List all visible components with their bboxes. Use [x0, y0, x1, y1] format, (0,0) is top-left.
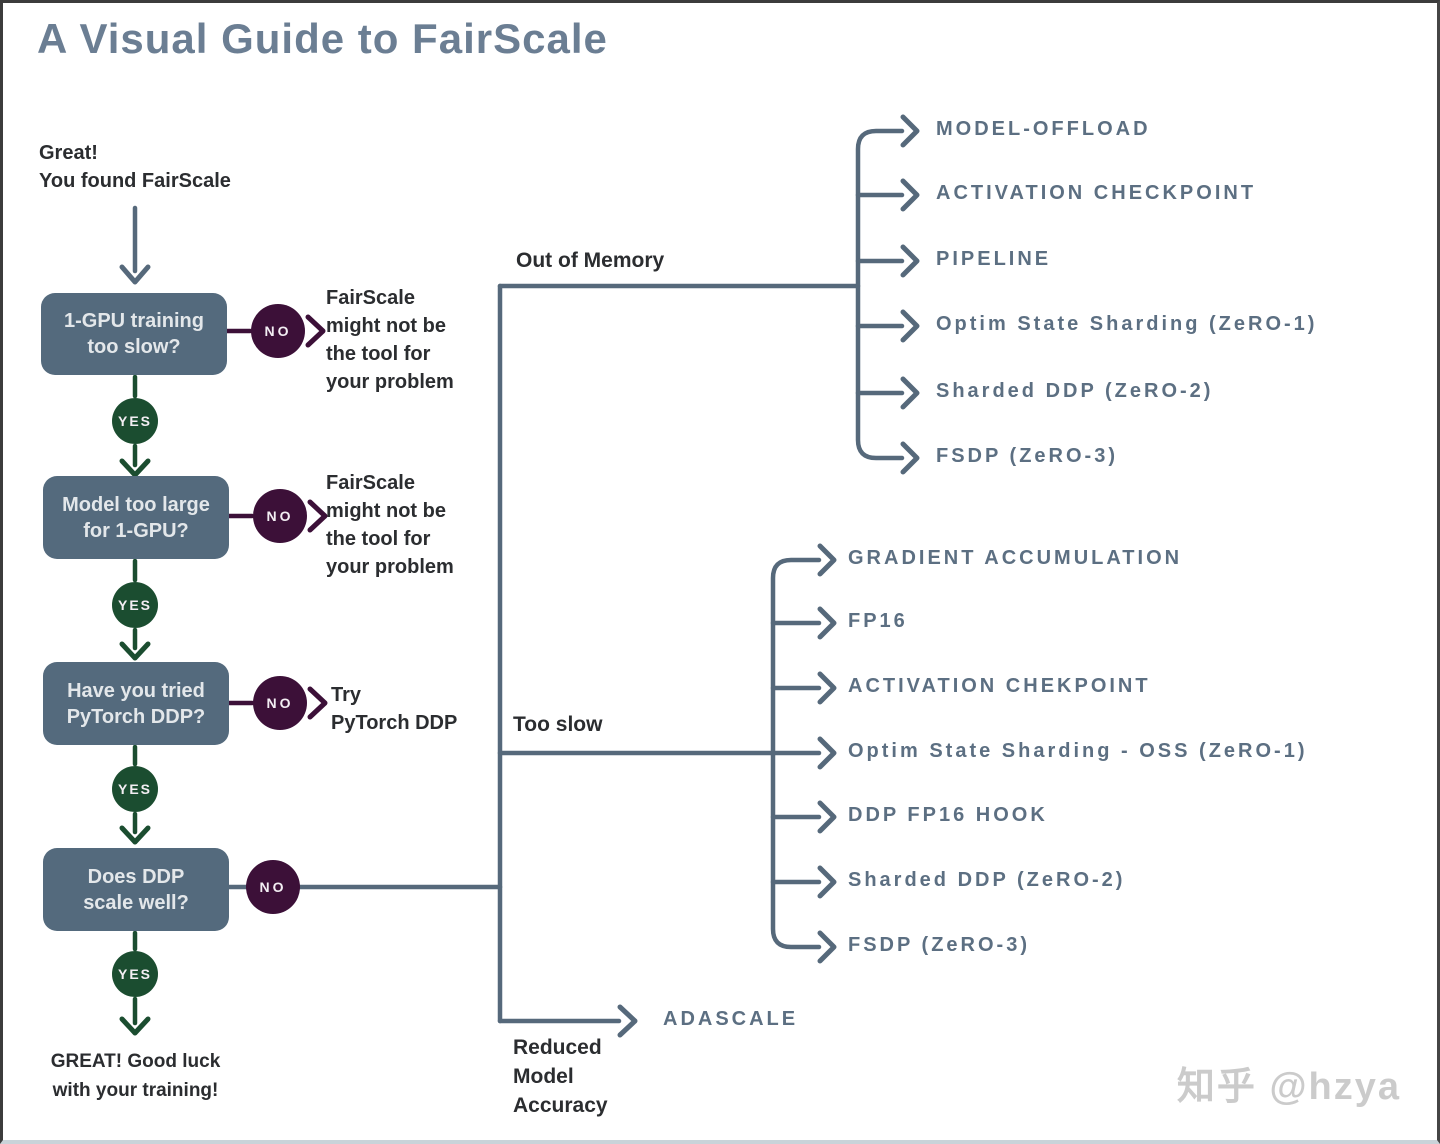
question-line: 1-GPU training [63, 310, 204, 332]
tooslow-branch-lines [770, 543, 837, 964]
adascale-arrowhead-icon [617, 1004, 638, 1038]
result-line: FairScale [326, 287, 415, 309]
final-line: GREAT! Good luck [50, 1051, 221, 1072]
question-line: scale well? [83, 891, 189, 914]
question-box-model-too-large: Model too large for 1-GPU? [43, 476, 229, 559]
result-line: the tool for [326, 528, 431, 550]
yes-badge-4: YES [112, 951, 158, 997]
intro-line-2: You found FairScale [39, 170, 231, 192]
question-box-gpu-too-slow: 1-GPU training too slow? [41, 293, 227, 375]
oom-item-activation-checkpoint: ACTIVATION CHECKPOINT [936, 182, 1257, 204]
question-line: Have you tried [67, 679, 205, 702]
question-line: for 1-GPU? [83, 519, 189, 542]
yes-badge-3: YES [112, 766, 158, 812]
result-line: might not be [326, 500, 446, 522]
oom-item-pipeline: PIPELINE [936, 248, 1052, 270]
no-result-text-2: FairScale might not be the tool for your… [326, 469, 454, 581]
label-too-slow: Too slow [513, 713, 603, 736]
slow-item-ddp-fp16-hook: DDP FP16 HOOK [848, 804, 1048, 826]
question-box-ddp-scale: Does DDP scale well? [43, 848, 229, 931]
question-box-tried-ddp: Have you tried PyTorch DDP? [43, 662, 229, 745]
trunk-lines [226, 283, 861, 1038]
result-line: might not be [326, 315, 446, 337]
label-line: Accuracy [513, 1094, 608, 1117]
no-result-text-1: FairScale might not be the tool for your… [326, 284, 454, 396]
intro-text: Great! You found FairScale [39, 139, 231, 195]
slow-item-fp16: FP16 [848, 610, 908, 632]
result-line: your problem [326, 556, 454, 578]
oom-item-sharded-ddp: Sharded DDP (ZeRO-2) [936, 380, 1214, 402]
result-line: your problem [326, 371, 454, 393]
result-line: the tool for [326, 343, 431, 365]
tooslow-arrowhead-icons [817, 543, 837, 964]
slow-item-fsdp: FSDP (ZeRO-3) [848, 934, 1030, 956]
yes-badge-1: YES [112, 398, 158, 444]
final-line: with your training! [52, 1080, 219, 1101]
label-line: Reduced [513, 1036, 602, 1059]
no-arrow-icons [224, 314, 328, 720]
watermark: 知乎 @hzya [1176, 1066, 1401, 1108]
page-title: A Visual Guide to FairScale [37, 15, 608, 62]
intro-line-1: Great! [39, 142, 98, 164]
result-line: Try [331, 684, 362, 706]
final-success-text: GREAT! Good luck with your training! [33, 1047, 238, 1105]
no-badge-4: NO [246, 860, 300, 914]
slow-item-optim-state-sharding-oss: Optim State Sharding - OSS (ZeRO-1) [848, 740, 1308, 762]
yes-badge-2: YES [112, 582, 158, 628]
question-line: too slow? [87, 336, 181, 358]
slow-item-activation-chekpoint: ACTIVATION CHEKPOINT [848, 675, 1151, 697]
oom-branch-lines [855, 114, 920, 475]
no-badge-3: NO [253, 676, 307, 730]
result-line: PyTorch DDP [331, 712, 458, 734]
result-line: FairScale [326, 472, 415, 494]
reduced-accuracy-item-adascale: ADASCALE [663, 1008, 799, 1030]
question-line: Model too large [62, 493, 210, 516]
oom-item-model-offload: MODEL-OFFLOAD [936, 118, 1151, 140]
oom-item-fsdp: FSDP (ZeRO-3) [936, 445, 1118, 467]
label-reduced-model-accuracy: Reduced Model Accuracy [513, 1033, 608, 1120]
question-line: PyTorch DDP? [66, 705, 206, 728]
no-badge-1: NO [251, 304, 305, 358]
oom-arrowhead-icons [900, 114, 920, 475]
slow-item-gradient-accumulation: GRADIENT ACCUMULATION [848, 547, 1183, 569]
flow-connectors-svg [119, 114, 920, 1038]
slow-item-sharded-ddp: Sharded DDP (ZeRO-2) [848, 869, 1126, 891]
intro-down-arrow-icon [119, 205, 151, 285]
question-line: Does DDP [87, 865, 185, 888]
label-line: Model [513, 1065, 574, 1088]
no-badge-2: NO [253, 489, 307, 543]
yes-arrow-icons [119, 374, 151, 1036]
label-out-of-memory: Out of Memory [516, 249, 665, 272]
no-result-text-3: Try PyTorch DDP [331, 681, 457, 737]
oom-item-optim-state-sharding: Optim State Sharding (ZeRO-1) [936, 313, 1318, 335]
